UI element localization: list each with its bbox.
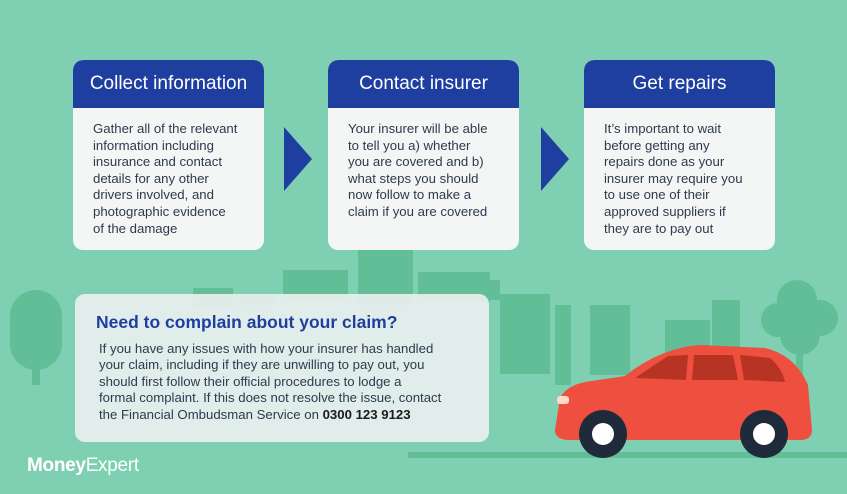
- step-line: details for any other: [93, 170, 209, 186]
- step-line: repairs done as your: [604, 154, 725, 170]
- tree-icon: [761, 280, 838, 390]
- ombudsman-phone: 0300 123 9123: [322, 406, 411, 422]
- logo-expert: Expert: [85, 455, 139, 476]
- step-line: what steps you should: [348, 170, 479, 186]
- step-description: Your insurer will be able to tell you a)…: [328, 108, 519, 221]
- complaint-line: should first follow their official proce…: [99, 373, 402, 389]
- step-line: you are covered and b): [348, 154, 484, 170]
- step-line: to tell you a) whether: [348, 137, 471, 153]
- step-line: insurance and contact: [93, 154, 223, 170]
- logo-money: Money: [27, 455, 86, 476]
- step-line: photographic evidence: [93, 203, 226, 219]
- step-line: before getting any: [604, 137, 710, 153]
- step-card-get-repairs: Get repairs It’s important to wait befor…: [584, 60, 775, 250]
- complaint-line: your claim, including if they are unwill…: [99, 357, 425, 373]
- moneyexpert-logo: MoneyExpert: [27, 455, 139, 477]
- step-line: approved suppliers if: [604, 203, 726, 219]
- step-line: of the damage: [93, 220, 178, 236]
- step-line: It’s important to wait: [604, 121, 722, 136]
- complaint-panel: Need to complain about your claim? If yo…: [75, 294, 489, 442]
- step-line: insurer may require you: [604, 170, 743, 186]
- step-title: Get repairs: [584, 60, 775, 108]
- step-description: Gather all of the relevant information i…: [73, 108, 264, 237]
- step-line: drivers involved, and: [93, 187, 214, 203]
- complaint-line: formal complaint. If this does not resol…: [99, 390, 442, 406]
- step-title: Collect information: [73, 60, 264, 108]
- complaint-line: If you have any issues with how your ins…: [99, 341, 434, 356]
- ground-line: [408, 452, 847, 458]
- step-line: Gather all of the relevant: [93, 121, 238, 136]
- step-line: information including: [93, 137, 214, 153]
- step-card-collect-information: Collect information Gather all of the re…: [73, 60, 264, 250]
- step-line: to use one of their: [604, 187, 710, 203]
- complaint-line: the Financial Ombudsman Service on: [99, 406, 323, 422]
- step-title: Contact insurer: [328, 60, 519, 108]
- complaint-text: If you have any issues with how your ins…: [99, 341, 479, 423]
- arrow-right-icon: [284, 127, 312, 191]
- step-line: Your insurer will be able: [348, 121, 488, 136]
- tree-left: [10, 290, 62, 385]
- step-card-contact-insurer: Contact insurer Your insurer will be abl…: [328, 60, 519, 250]
- step-description: It’s important to wait before getting an…: [584, 108, 775, 237]
- car-icon: [555, 345, 812, 458]
- step-line: now follow to make a: [348, 187, 472, 203]
- complaint-heading: Need to complain about your claim?: [96, 312, 398, 332]
- arrow-right-icon: [541, 127, 569, 191]
- step-line: they are to pay out: [604, 220, 714, 236]
- step-line: claim if you are covered: [348, 203, 488, 219]
